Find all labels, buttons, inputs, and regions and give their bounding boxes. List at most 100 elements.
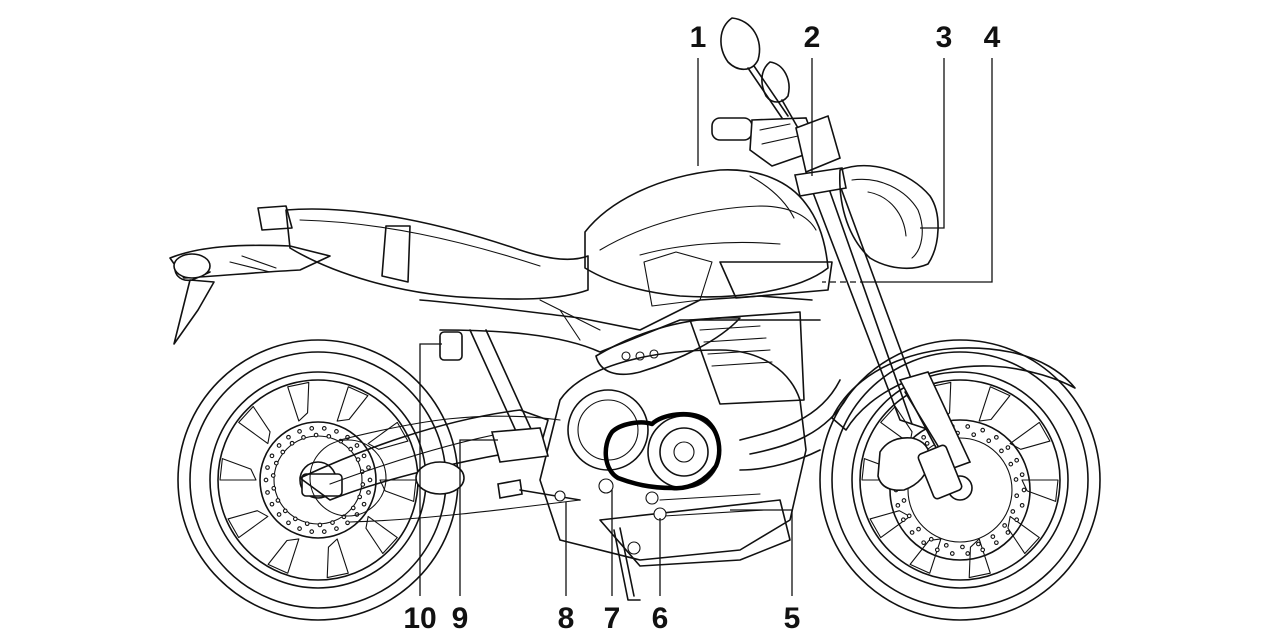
disc-hole xyxy=(1019,502,1025,508)
disc-hole xyxy=(355,457,361,462)
wheel-spoke xyxy=(238,405,271,445)
callout-1: 1 xyxy=(690,21,707,54)
panel-hole xyxy=(621,351,631,361)
disc-hole xyxy=(276,443,282,448)
wheel-spoke xyxy=(978,386,1011,422)
disc-hole xyxy=(269,501,275,507)
disc-hole xyxy=(304,521,310,527)
disc-hole xyxy=(321,426,327,431)
callout-2: 2 xyxy=(804,21,821,54)
wheel-spoke xyxy=(227,510,269,539)
disc-hole xyxy=(269,453,275,459)
callout-8: 8 xyxy=(558,602,575,635)
disc-hole xyxy=(297,526,302,531)
disc-hole xyxy=(980,547,986,553)
disc-hole xyxy=(280,449,286,455)
disc-hole xyxy=(361,501,367,507)
disc-hole xyxy=(271,485,277,491)
disc-hole xyxy=(330,520,335,525)
callout-10: 10 xyxy=(403,602,436,635)
rear-wheel xyxy=(177,339,459,621)
callout-6: 6 xyxy=(652,602,669,635)
disc-hole xyxy=(367,477,373,483)
disc-hole xyxy=(980,427,986,433)
wheel-spoke xyxy=(267,538,300,574)
disc-hole xyxy=(292,516,298,522)
wheel-spoke xyxy=(336,386,369,422)
disc-hole xyxy=(1014,457,1020,463)
disc-hole xyxy=(286,434,291,440)
disc-hole xyxy=(994,434,999,440)
highlighted-engine-cover xyxy=(603,411,722,491)
callout-3: 3 xyxy=(936,21,953,54)
disc-hole xyxy=(326,433,332,439)
disc-hole xyxy=(934,547,940,553)
disc-hole xyxy=(921,434,926,440)
disc-hole xyxy=(301,435,306,440)
disc-hole xyxy=(928,536,934,542)
disc-hole xyxy=(265,465,270,470)
disc-hole xyxy=(366,490,371,495)
fuel-tank xyxy=(584,169,833,307)
disc-hole xyxy=(354,443,360,448)
disc-hole xyxy=(282,508,288,514)
disc-hole xyxy=(270,473,276,478)
disc-hole xyxy=(924,441,930,446)
disc-hole xyxy=(334,429,339,434)
callout-5: 5 xyxy=(784,602,801,635)
disc-hole xyxy=(275,498,281,503)
disc-hole xyxy=(289,440,295,446)
disc-hole xyxy=(1002,523,1007,528)
wheel-spoke xyxy=(326,538,349,579)
disc-hole xyxy=(321,529,327,534)
headlight xyxy=(839,164,939,270)
disc-hole xyxy=(960,544,965,550)
disc-hole xyxy=(1005,530,1011,535)
tail-section xyxy=(169,205,331,345)
callout-7: 7 xyxy=(604,602,621,635)
disc-hole xyxy=(309,426,315,431)
disc-hole xyxy=(921,540,926,546)
disc-hole xyxy=(949,551,955,556)
wheel-spoke xyxy=(968,538,991,579)
callout-numbers: 1 2 3 4 5 6 7 8 9 10 xyxy=(403,21,1000,635)
leader-lines xyxy=(419,58,993,596)
frame xyxy=(419,295,821,441)
disc-hole xyxy=(965,551,971,556)
wheel-spoke xyxy=(1007,515,1040,555)
disc-hole xyxy=(334,526,339,531)
disc-hole xyxy=(971,432,977,438)
disc-hole xyxy=(1014,493,1020,499)
disc-hole xyxy=(1019,472,1025,478)
disc-hole xyxy=(916,526,921,532)
disc-hole xyxy=(350,505,356,511)
handlebar xyxy=(711,17,841,174)
disc-hole xyxy=(1021,487,1027,493)
disc-hole xyxy=(276,512,282,517)
wheel-spoke xyxy=(869,510,911,539)
callout-9: 9 xyxy=(452,602,469,635)
leader-5 xyxy=(730,509,793,596)
disc-hole xyxy=(994,540,999,546)
leader-10 xyxy=(419,343,442,596)
disc-hole xyxy=(900,517,906,523)
disc-hole xyxy=(317,522,323,528)
disc-hole xyxy=(943,542,949,548)
disc-hole xyxy=(906,513,912,519)
disc-hole xyxy=(366,465,371,470)
wheel-spoke xyxy=(379,479,417,502)
wheel-spoke xyxy=(219,458,257,481)
disc-hole xyxy=(263,477,269,483)
disc-hole xyxy=(265,490,270,495)
disc-hole xyxy=(348,446,354,452)
callout-4: 4 xyxy=(984,21,1001,54)
disc-hole xyxy=(1005,445,1011,450)
disc-hole xyxy=(976,541,981,547)
disc-hole xyxy=(901,498,907,503)
disc-hole xyxy=(895,502,901,508)
disc-hole xyxy=(309,529,315,534)
disc-hole xyxy=(313,432,319,438)
disc-hole xyxy=(345,520,350,526)
seat xyxy=(285,208,589,300)
disc-hole xyxy=(986,438,992,444)
